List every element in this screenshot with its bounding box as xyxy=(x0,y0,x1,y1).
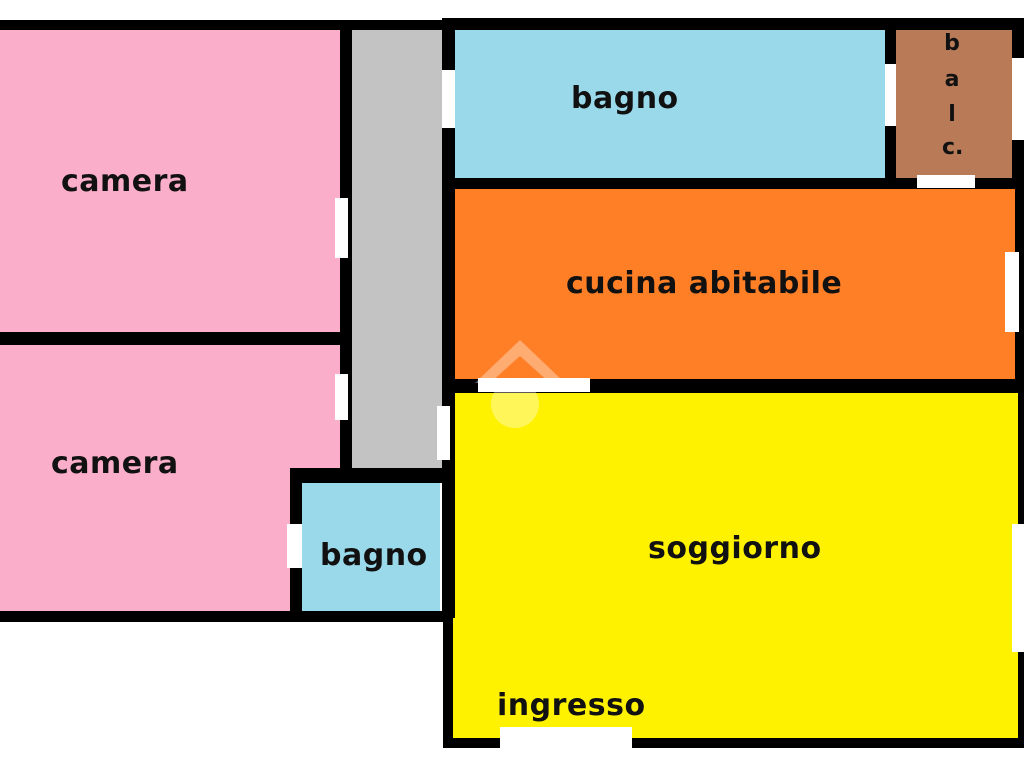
door-corridor-soggiorno xyxy=(437,406,450,460)
wall-soggiorno-left xyxy=(443,393,453,748)
door-corridor-bagno1 xyxy=(442,70,455,128)
label-balcone-l: l xyxy=(948,102,956,127)
room-bagno-2-notch-fill xyxy=(0,470,290,613)
window-cucina-right xyxy=(1005,252,1019,332)
window-balcone-right xyxy=(1012,58,1024,140)
label-camera-2: camera xyxy=(51,446,179,481)
label-soggiorno: soggiorno xyxy=(648,531,822,566)
label-bagno-2: bagno xyxy=(320,538,428,573)
label-bagno-1: bagno xyxy=(571,81,679,116)
label-camera-1: camera xyxy=(61,164,189,199)
wall-top-left xyxy=(0,20,450,30)
door-ingresso xyxy=(500,727,632,751)
room-corridoio xyxy=(352,28,442,468)
room-bagno-1 xyxy=(455,30,885,178)
label-balcone-c: c. xyxy=(942,135,964,160)
door-camera2-corridor xyxy=(335,374,348,420)
room-balcone xyxy=(896,30,1012,178)
door-balcone-cucina xyxy=(917,175,975,188)
room-camera-1 xyxy=(0,30,342,332)
wall-bedroom-divider xyxy=(0,332,345,345)
label-balcone-b: b xyxy=(944,31,960,56)
door-cucina-soggiorno xyxy=(478,378,590,392)
wall-right-cucina xyxy=(1015,185,1024,385)
wall-bottom-right xyxy=(443,738,1024,748)
window-soggiorno-right xyxy=(1012,524,1024,652)
wall-bottom-left xyxy=(0,611,450,622)
door-camera2-bagno2 xyxy=(287,524,302,568)
room-soggiorno xyxy=(452,393,1018,738)
wall-bagno2-top xyxy=(290,468,450,483)
label-ingresso: ingresso xyxy=(497,688,646,723)
label-cucina: cucina abitabile xyxy=(566,266,843,301)
room-bagno-2 xyxy=(302,483,440,611)
wall-bagno-cucina xyxy=(445,178,1024,189)
wall-top-right xyxy=(445,18,1024,30)
room-cucina xyxy=(455,189,1015,379)
door-camera1-corridor xyxy=(335,198,348,258)
door-bagno1-balcone xyxy=(885,64,896,126)
watermark-house-icon xyxy=(470,338,570,438)
label-balcone-a: a xyxy=(944,67,960,92)
